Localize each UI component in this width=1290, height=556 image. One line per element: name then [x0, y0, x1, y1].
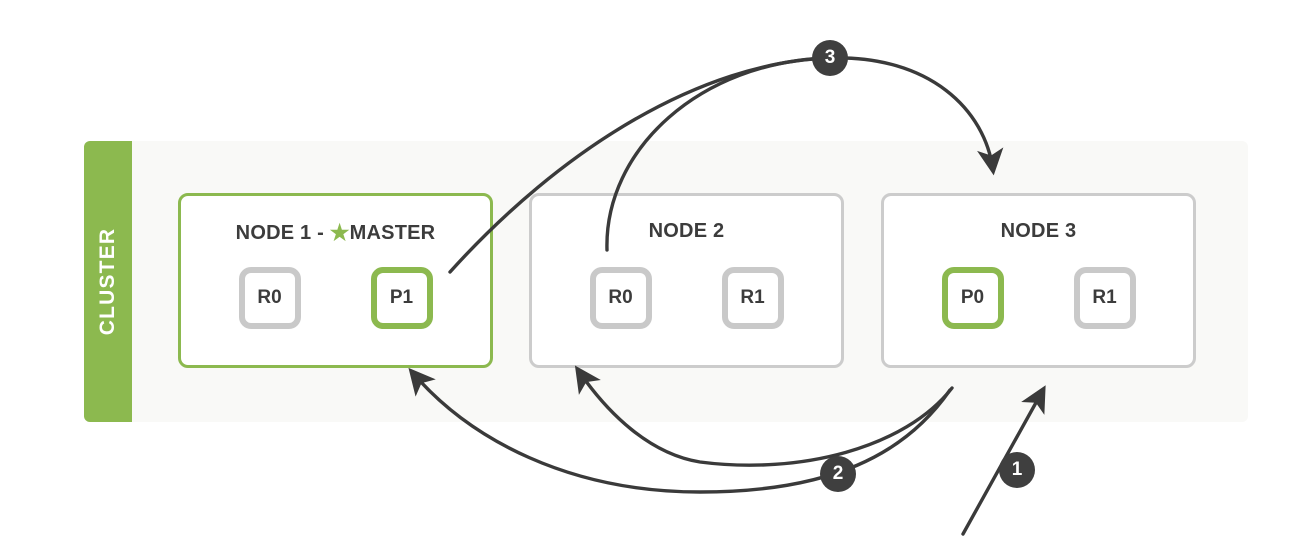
shard-node1-p1: P1 [370, 267, 433, 329]
shard-node2-r1: R1 [721, 267, 784, 329]
node-3-shards: P0 R1 [884, 267, 1193, 329]
shard-node1-r0: R0 [238, 267, 301, 329]
master-star-icon: ★ [329, 220, 350, 245]
node-1-title: NODE 1 - ★MASTER [181, 220, 490, 246]
step-badge-3: 3 [812, 40, 848, 76]
node-2-title: NODE 2 [532, 220, 841, 243]
node-2: NODE 2 R0 R1 [529, 193, 844, 368]
shard-node3-r1: R1 [1073, 267, 1136, 329]
node-1-title-prefix: NODE 1 - [235, 222, 330, 244]
shard-node3-p0: P0 [941, 267, 1004, 329]
step-badge-2: 2 [820, 456, 856, 492]
node-2-title-prefix: NODE 2 [648, 220, 725, 242]
cluster-band-label: CLUSTER [96, 227, 119, 336]
node-3: NODE 3 P0 R1 [881, 193, 1196, 368]
step-badge-1: 1 [999, 452, 1035, 488]
node-3-title-prefix: NODE 3 [1000, 220, 1077, 242]
node-1-shards: R0 P1 [181, 267, 490, 329]
node-3-title: NODE 3 [884, 220, 1193, 243]
cluster-band: CLUSTER [84, 141, 132, 422]
node-1: NODE 1 - ★MASTER R0 P1 [178, 193, 493, 368]
node-1-title-suffix: MASTER [349, 222, 436, 244]
shard-node2-r0: R0 [589, 267, 652, 329]
node-2-shards: R0 R1 [532, 267, 841, 329]
